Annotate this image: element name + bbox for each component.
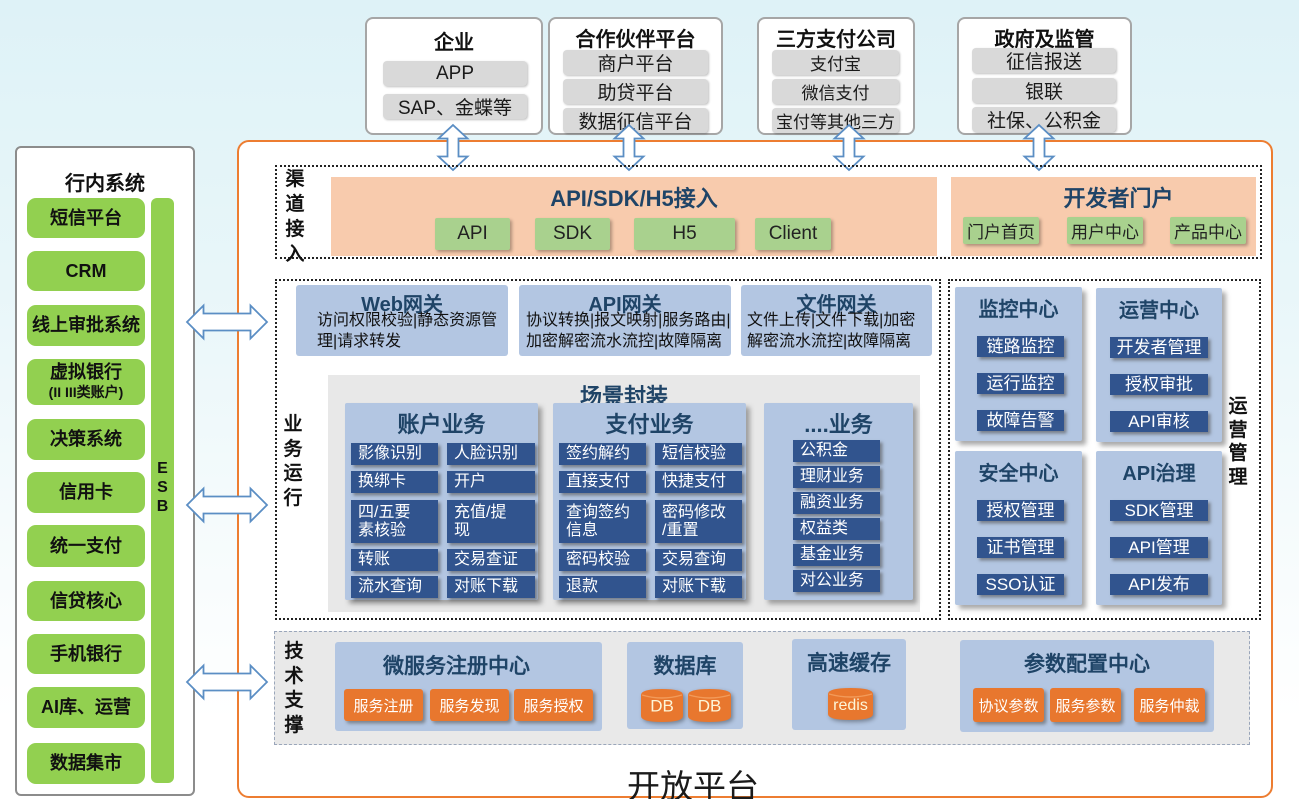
svg-text:DB: DB	[650, 697, 674, 716]
svg-text:redis: redis	[833, 697, 868, 714]
svg-text:DB: DB	[698, 697, 722, 716]
